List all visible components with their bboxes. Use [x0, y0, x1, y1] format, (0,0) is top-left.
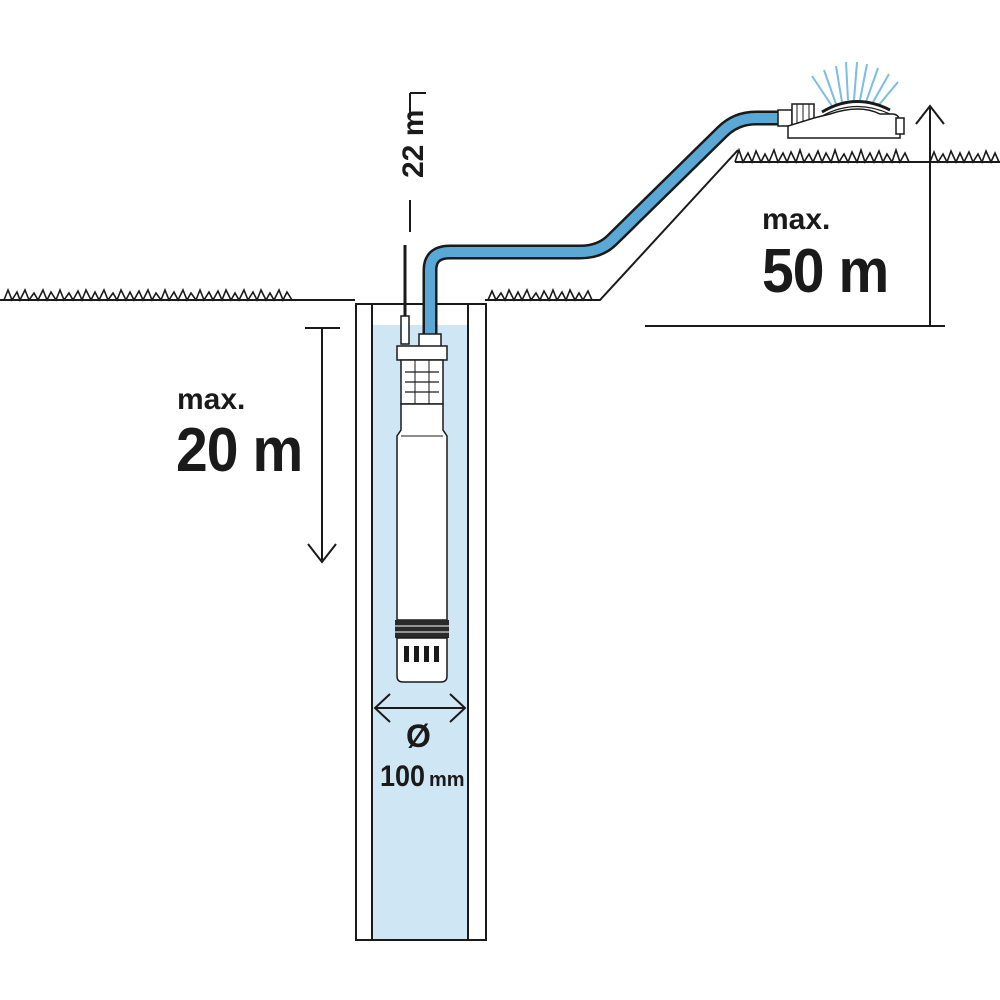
cable-length-label: 22 m: [397, 109, 430, 178]
water-spray: [811, 61, 899, 107]
delivery-hose: [422, 110, 786, 342]
diameter-value-label: 100: [380, 760, 426, 793]
cable-length-dimension: [409, 92, 426, 232]
ground-right-slope: [485, 147, 1000, 302]
diameter-unit-label: mm: [429, 769, 465, 791]
ground-left: [0, 287, 355, 303]
head-height-arrow: [645, 104, 945, 327]
diameter-arrow: [373, 693, 467, 723]
sprinkler: [777, 61, 905, 139]
grass-top: [734, 147, 1000, 165]
depth-value-label: 20 m: [176, 416, 303, 485]
grass-right: [487, 287, 593, 302]
head-prefix-label: max.: [762, 203, 831, 236]
depth-prefix-label: max.: [177, 383, 246, 416]
grass-left: [3, 287, 293, 303]
power-cable: [400, 245, 410, 345]
head-value-label: 50 m: [762, 237, 889, 306]
diameter-symbol: Ø: [406, 718, 431, 754]
submersible-pump: [395, 333, 449, 683]
depth-arrow: [305, 327, 340, 564]
